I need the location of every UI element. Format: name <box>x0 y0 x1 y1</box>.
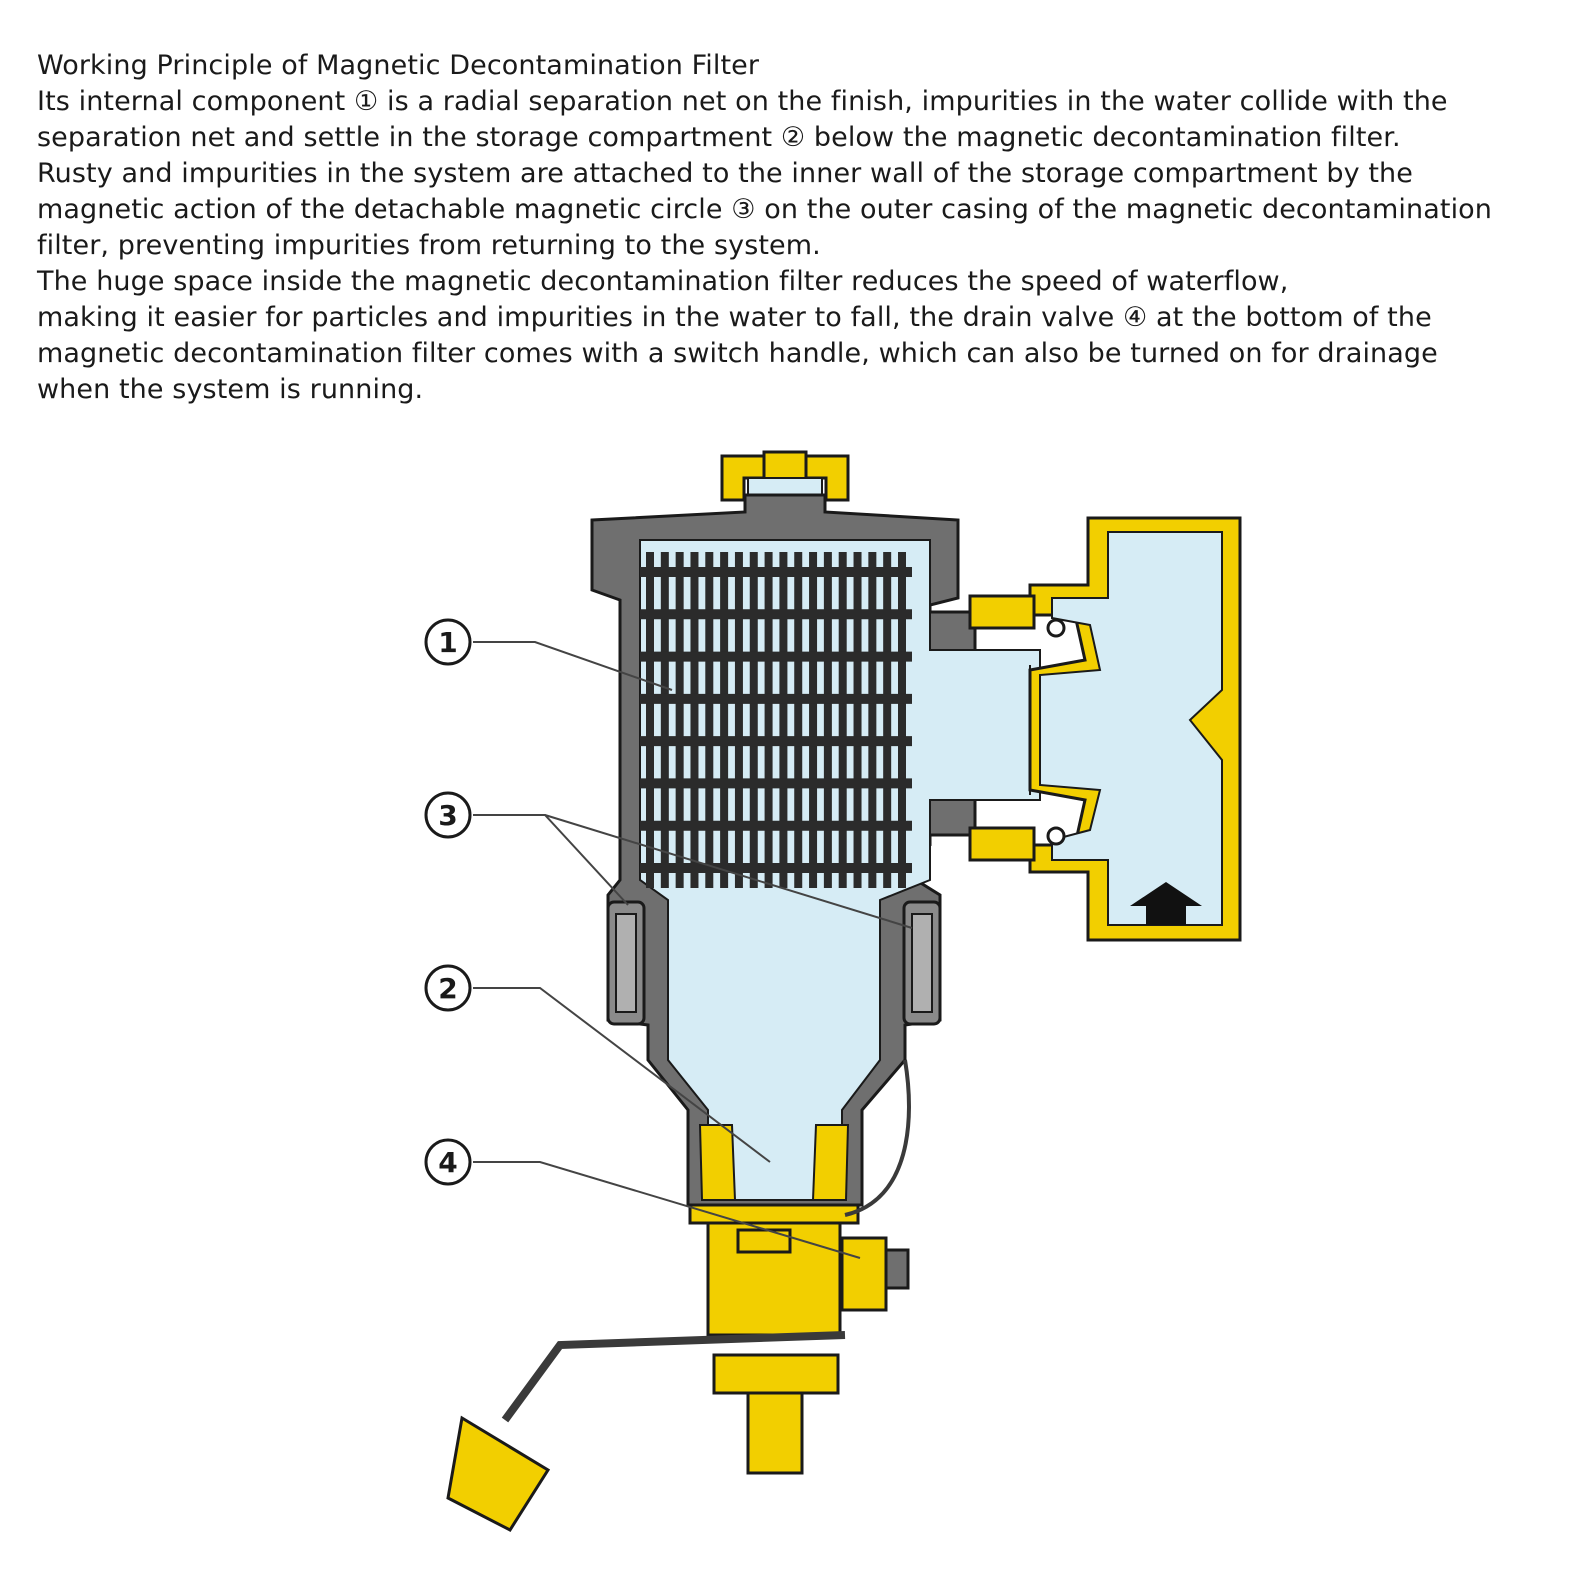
mesh-bar <box>838 552 847 888</box>
mesh-bar <box>660 552 669 888</box>
callout-4: 4 <box>424 1138 472 1186</box>
description-line: when the system is running. <box>37 374 424 405</box>
mesh-bar <box>690 552 699 888</box>
description-line: making it easier for particles and impur… <box>37 302 1432 333</box>
mesh-bar <box>868 552 877 888</box>
side-pipe-connection <box>968 516 1242 942</box>
drain-valve <box>688 1203 910 1475</box>
mesh-bar <box>734 552 743 888</box>
heading: Working Principle of Magnetic Decontamin… <box>37 50 760 81</box>
description-line: The huge space inside the magnetic decon… <box>37 266 1289 297</box>
callout-number: 2 <box>438 972 457 1005</box>
description-line: separation net and settle in the storage… <box>37 122 1401 153</box>
mesh-bar <box>675 552 684 888</box>
description-line: magnetic action of the detachable magnet… <box>37 194 1493 225</box>
up-arrow-icon <box>1130 882 1202 925</box>
switch-handle <box>446 1059 911 1532</box>
mesh-bar <box>749 552 758 888</box>
callout-3: 3 <box>424 791 472 839</box>
mesh-bar <box>898 552 906 888</box>
magnetic-circle <box>606 900 942 1026</box>
mesh-bar <box>779 552 788 888</box>
callout-2: 2 <box>424 964 472 1012</box>
mesh-bar <box>823 552 832 888</box>
callout-1: 1 <box>424 618 472 666</box>
mesh-bar <box>809 552 818 888</box>
mesh-bar <box>705 552 714 888</box>
callout-number: 4 <box>438 1146 457 1179</box>
callout-number: 3 <box>438 799 457 832</box>
mesh-bar <box>764 552 773 888</box>
radial-separation-net <box>640 552 912 888</box>
mesh-bar <box>646 552 654 888</box>
mesh-bar <box>720 552 729 888</box>
description-line: filter, preventing impurities from retur… <box>37 230 821 261</box>
callout-leaders <box>473 641 913 1259</box>
callout-number: 1 <box>438 626 457 659</box>
mesh-bar <box>853 552 862 888</box>
description-line: Its internal component ① is a radial sep… <box>37 86 1448 117</box>
mesh-bar <box>883 552 892 888</box>
description-line: Rusty and impurities in the system are a… <box>37 158 1413 189</box>
mesh-bar <box>794 552 803 888</box>
description-text: Working Principle of Magnetic Decontamin… <box>37 48 1537 408</box>
description-line: magnetic decontamination filter comes wi… <box>37 338 1438 369</box>
